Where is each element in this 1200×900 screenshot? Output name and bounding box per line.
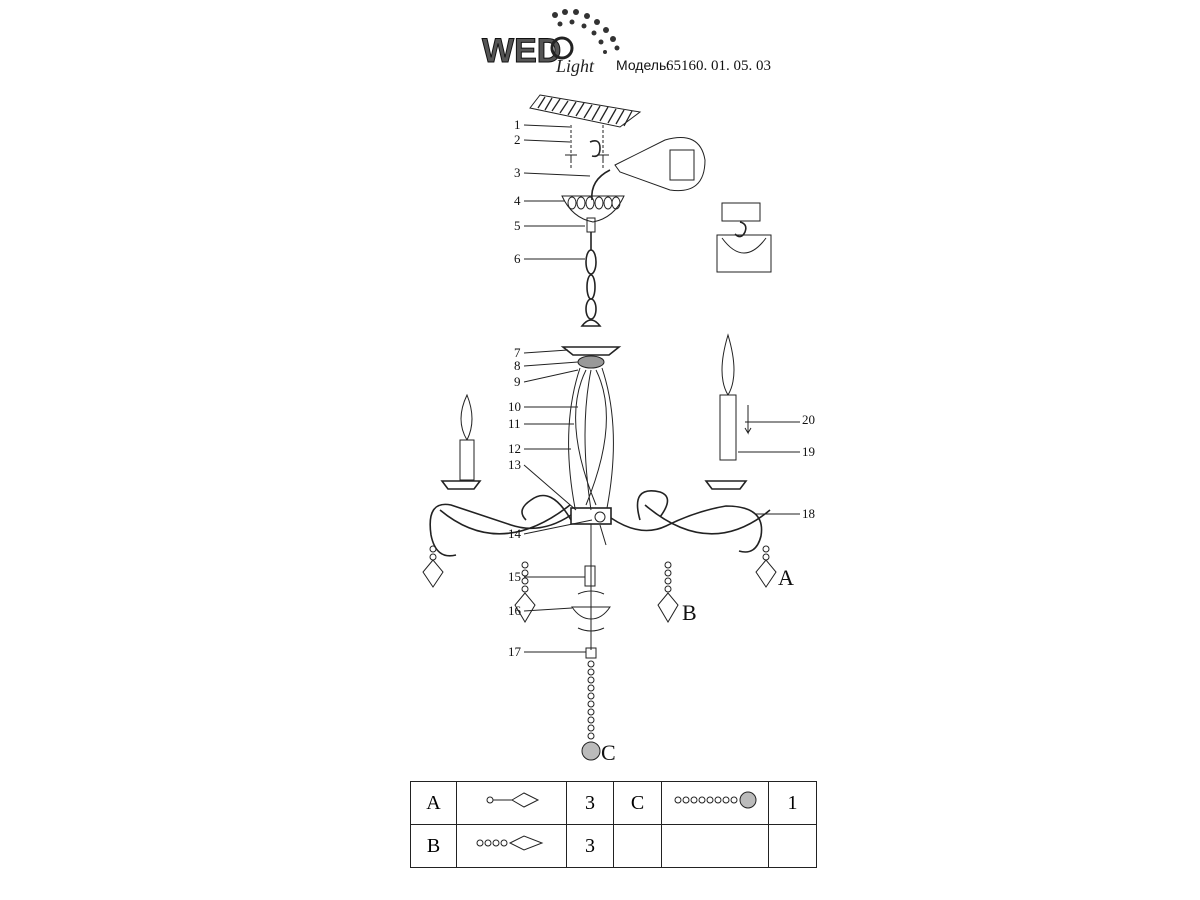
chain — [580, 232, 602, 327]
parts-table: A 3 C 1 B 3 — [410, 781, 817, 868]
svg-text:6: 6 — [514, 251, 521, 266]
model-number: 65160. 01. 05. 03 — [666, 58, 771, 74]
mounting-dimensions-inset — [716, 202, 772, 273]
right-arm — [610, 333, 800, 623]
chandelier-body — [560, 346, 622, 659]
pendant-drop-long-icon — [456, 824, 567, 868]
svg-text:19: 19 — [802, 444, 815, 459]
svg-text:15: 15 — [508, 569, 521, 584]
svg-text:WED: WED — [482, 32, 561, 70]
part-number-labels: 1 2 3 4 5 6 7 8 9 10 11 12 13 14 15 16 1… — [508, 117, 815, 659]
table-cell-qty: 3 — [566, 824, 614, 868]
canopy — [561, 195, 625, 233]
svg-text:8: 8 — [514, 358, 521, 373]
ceiling-hatch — [529, 94, 642, 128]
table-cell-letter: B — [410, 824, 457, 868]
bead-chain-c — [581, 660, 601, 761]
svg-text:9: 9 — [514, 374, 521, 389]
table-cell-empty — [613, 824, 662, 868]
model-label: Модель: — [616, 57, 670, 73]
svg-text:11: 11 — [508, 416, 521, 431]
svg-text:18: 18 — [802, 506, 815, 521]
pendant-drop-short-icon — [456, 781, 567, 825]
svg-text:Light: Light — [555, 56, 595, 76]
svg-text:5: 5 — [514, 218, 521, 233]
table-cell-empty — [768, 824, 817, 868]
svg-text:2: 2 — [514, 132, 521, 147]
left-arm — [422, 393, 572, 623]
table-cell-letter: A — [410, 781, 457, 825]
svg-text:7: 7 — [514, 345, 521, 360]
brand-logo: WED Light — [482, 9, 620, 76]
svg-text:14: 14 — [508, 526, 522, 541]
pendant-letter-a: A — [778, 565, 794, 590]
svg-text:4: 4 — [514, 193, 521, 208]
table-cell-empty — [661, 824, 769, 868]
mounting-hardware — [565, 125, 706, 201]
table-cell-letter: C — [613, 781, 662, 825]
svg-text:17: 17 — [508, 644, 522, 659]
svg-text:10: 10 — [508, 399, 521, 414]
leader-lines — [523, 124, 800, 653]
table-cell-qty: 3 — [566, 781, 614, 825]
pendant-letter-c: C — [601, 740, 616, 765]
svg-text:13: 13 — [508, 457, 521, 472]
pendant-letter-b: B — [682, 600, 697, 625]
svg-text:12: 12 — [508, 441, 521, 456]
table-row: A 3 C 1 — [410, 781, 817, 825]
svg-text:3: 3 — [514, 165, 521, 180]
svg-text:16: 16 — [508, 603, 522, 618]
bead-chain-ball-icon — [661, 781, 769, 825]
svg-text:20: 20 — [802, 412, 815, 427]
svg-text:1: 1 — [514, 117, 521, 132]
table-cell-qty: 1 — [768, 781, 817, 825]
table-row: B 3 — [410, 824, 817, 868]
